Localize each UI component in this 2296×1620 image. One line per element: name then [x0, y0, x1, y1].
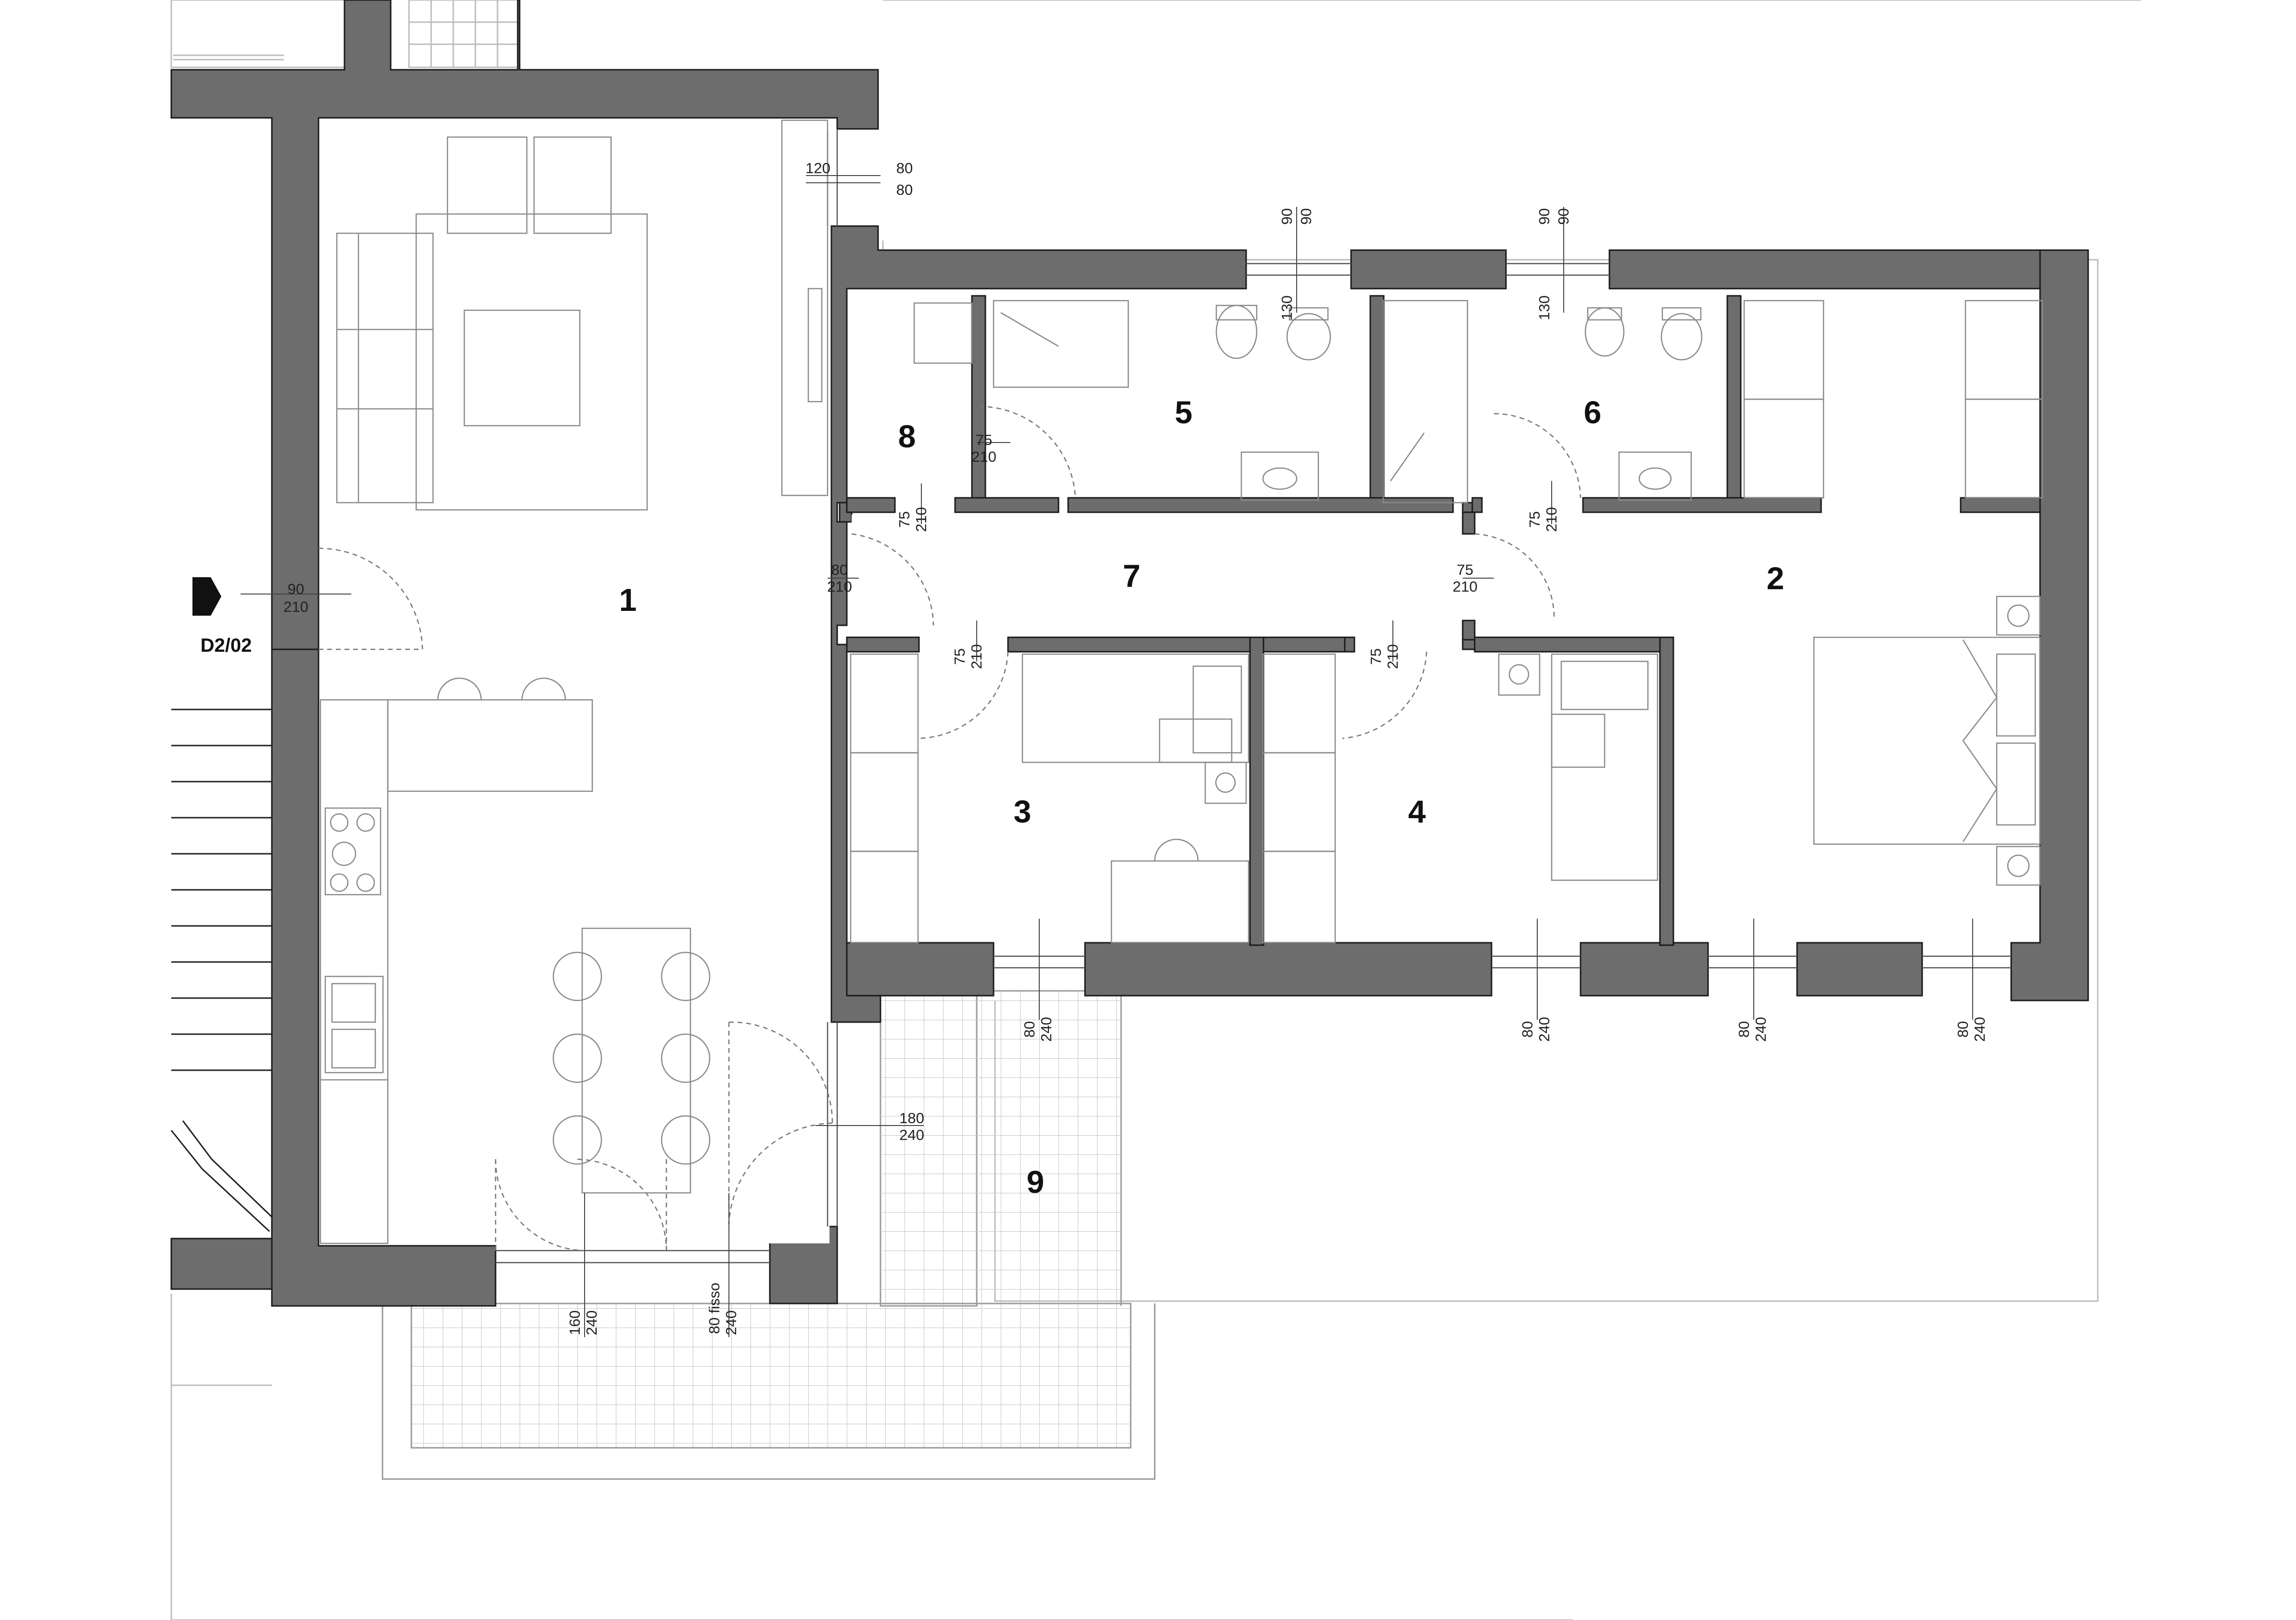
- dim-door3-v: 75: [951, 648, 968, 665]
- entrance-tag: D2/02: [201, 635, 252, 656]
- dim-door6-o: 210: [1543, 507, 1560, 532]
- room-label-8: 8: [898, 418, 916, 454]
- dim-win2a-ae: 240: [1752, 1017, 1769, 1042]
- room-label-4: 4: [1408, 794, 1426, 829]
- dim-terrace-door-ai: 240: [899, 1126, 924, 1143]
- dim-win5-f: 130: [1278, 295, 1295, 320]
- dim-door4-y: 210: [1384, 644, 1401, 669]
- dim-win3-z: 80: [1021, 1021, 1038, 1038]
- dim-door5-j: 75: [976, 431, 992, 448]
- dim-door6-n: 75: [1526, 511, 1543, 528]
- stair-left: [170, 709, 273, 1232]
- room-label-6: 6: [1584, 394, 1602, 430]
- dim-south-fixed-al: 80 fisso: [706, 1283, 723, 1334]
- dim-door7-s: 210: [827, 578, 852, 595]
- dim-win2b-af: 80: [1954, 1021, 1971, 1038]
- dim-door2-t: 75: [1457, 561, 1473, 578]
- dim-win6-g: 90: [1536, 208, 1553, 225]
- dim-top-b: 80: [896, 160, 913, 177]
- dim-door2-u: 210: [1453, 578, 1478, 595]
- partition-cleanup: [320, 120, 2038, 1243]
- dim-south-door-aj: 160: [566, 1310, 583, 1335]
- dim-door4-x: 75: [1367, 648, 1384, 665]
- room-label-5: 5: [1175, 394, 1193, 430]
- terrace-9: [880, 990, 1122, 1307]
- dim-door8-l: 75: [896, 511, 913, 528]
- dim-top-c: 80: [896, 181, 913, 198]
- room-label-1: 1: [619, 582, 637, 618]
- dim-door3-w: 210: [968, 644, 985, 669]
- room-label-7: 7: [1123, 558, 1141, 594]
- dim-terrace-door-ah: 180: [899, 1110, 924, 1126]
- furniture: [319, 119, 2043, 1244]
- dim-win6-h: 90: [1555, 208, 1572, 225]
- dim-south-door-ak: 240: [583, 1310, 600, 1335]
- dim-win5-d: 90: [1278, 208, 1295, 225]
- dim-south-fixed-am: 240: [723, 1310, 740, 1335]
- walls: [170, 0, 2089, 1307]
- dimension-lines: [241, 175, 1973, 1337]
- dim-entry-p: 90: [288, 581, 304, 597]
- dim-win4-ac: 240: [1536, 1017, 1553, 1042]
- interior-walls: [846, 295, 2041, 946]
- entrance-arrow: [192, 577, 221, 616]
- dim-door5-k: 210: [971, 448, 996, 465]
- dim-win2b-ag: 240: [1971, 1017, 1988, 1042]
- dim-door8-m: 210: [913, 507, 930, 532]
- dimension-labels: 120 80 80 90 90 130 90 90 130 75 210 75 …: [283, 160, 1988, 1335]
- dim-win3-aa: 240: [1038, 1017, 1055, 1042]
- dim-win4-ab: 80: [1519, 1021, 1536, 1038]
- dim-win6-i: 130: [1536, 295, 1553, 320]
- terrace-south: [382, 1303, 1156, 1480]
- room-label-3: 3: [1014, 794, 1032, 829]
- room-label-9: 9: [1027, 1164, 1045, 1200]
- dim-win2a-ad: 80: [1735, 1021, 1752, 1038]
- room-labels: 1 2 3 4 5 6 7 8 9: [619, 394, 1785, 1200]
- dim-top-a: 120: [805, 160, 830, 177]
- room-label-2: 2: [1767, 560, 1785, 596]
- dim-door7-r: 80: [831, 561, 848, 578]
- stair-top: [408, 0, 521, 68]
- doors: [318, 405, 1582, 1252]
- dim-entry-q: 210: [283, 598, 308, 615]
- dim-win5-e: 90: [1298, 208, 1314, 225]
